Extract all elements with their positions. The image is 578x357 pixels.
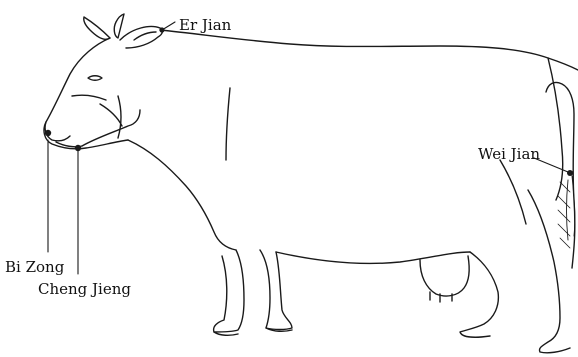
cow-neck-dewlap (128, 140, 236, 250)
cow-hind-thigh (500, 160, 526, 224)
cow-neck-fold (118, 96, 121, 138)
cow-horn-right (114, 14, 124, 38)
cheng-jieng-label: Cheng Jieng (38, 282, 131, 297)
cow-ear (120, 27, 162, 49)
cow-eye (88, 76, 102, 81)
cow-teats (430, 292, 452, 302)
cow-jaw (82, 110, 140, 146)
bi-zong-label: Bi Zong (5, 260, 64, 275)
cow-face-line (72, 95, 106, 100)
cheng-jieng-point-marker (75, 145, 81, 151)
cow-shoulder (226, 88, 230, 160)
er-jian-label: Er Jian (179, 18, 231, 33)
cow-udder (420, 256, 469, 296)
wei-jian-point-marker (567, 170, 573, 176)
cow-hind-leg-near (460, 252, 498, 337)
cow-belly (276, 252, 470, 264)
cow-front-leg-near (214, 250, 244, 332)
bi-zong-point-marker (45, 130, 51, 136)
cow-rump (548, 58, 563, 200)
cow-face-line-2 (100, 104, 122, 126)
cow-hind-leg-far (528, 190, 570, 353)
cow-back (160, 30, 578, 70)
cow-front-leg-far (260, 250, 292, 330)
wei-jian-label: Wei Jian (478, 147, 540, 162)
cow-head (44, 38, 128, 149)
cow-ear-inner (134, 32, 156, 40)
er-jian-point-marker (159, 27, 164, 32)
cow-horn-left (84, 17, 110, 39)
